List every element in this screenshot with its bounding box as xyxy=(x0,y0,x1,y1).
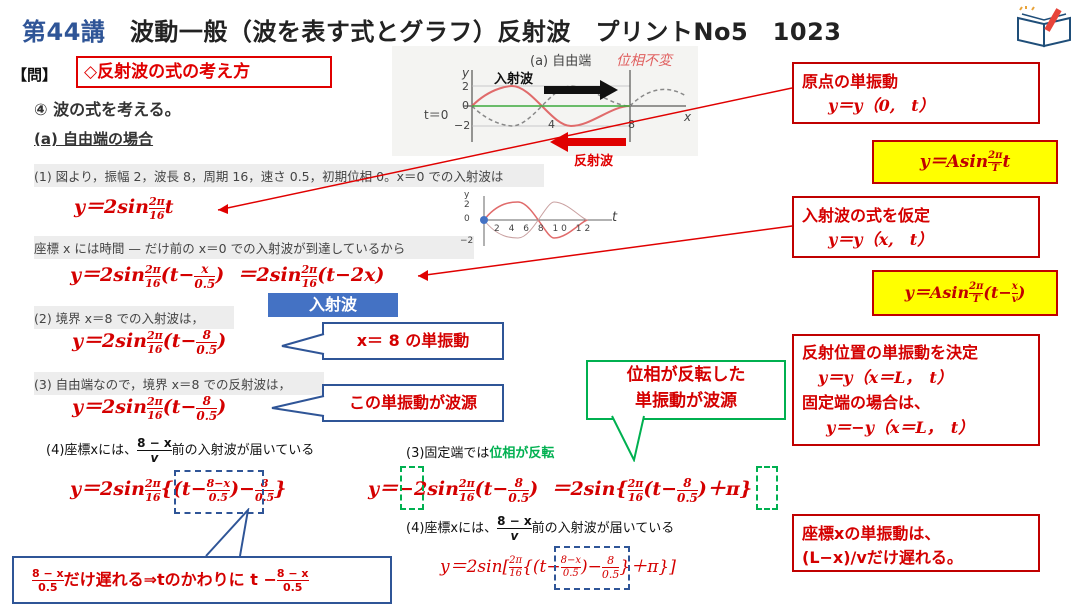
small-graph-y-0: 0 xyxy=(464,214,470,224)
graph-tick-0: 0 xyxy=(462,99,469,112)
highlight-time-shift-left xyxy=(174,470,264,514)
origin-oscillation-box: 原点の単振動 y＝y（0, t） xyxy=(792,62,1040,124)
graph-tick-minus2: −2 xyxy=(454,119,471,132)
small-graph-y-2: 2 xyxy=(464,200,470,210)
callout-source-pointer xyxy=(271,395,325,417)
incident-arrow xyxy=(544,80,618,100)
small-graph-y-minus2: −2 xyxy=(460,236,474,246)
figure-caption: (a) 自由端 xyxy=(530,54,592,69)
subsection-heading: (a) 自由端の場合 xyxy=(34,130,154,148)
page-title: 第44講 波動一般（波を表す式とグラフ）反射波 プリントNo5 1023 xyxy=(22,18,842,46)
figure-t0-label: t＝0 xyxy=(424,108,449,122)
highlight-time-shift-fixed xyxy=(554,546,630,590)
callout-x8-pointer xyxy=(281,333,325,355)
callout-x8-oscillation: x＝ 8 の単振動 xyxy=(322,322,504,360)
incident-assume-box: 入射波の式を仮定 y＝y（x, t） xyxy=(792,196,1040,258)
highlight-pi xyxy=(756,466,778,510)
graph-x-label: x xyxy=(684,110,692,124)
figure-handwritten-note: 位相不変 xyxy=(616,53,672,69)
reflected-label: 反射波 xyxy=(574,154,614,169)
graph-tick-x8: 8 xyxy=(628,118,635,131)
origin-oscillation-graph xyxy=(480,196,612,246)
section-heading: ④ 波の式を考える。 xyxy=(34,100,181,119)
callout-delay-pointer xyxy=(205,508,250,557)
question-label: 【問】 xyxy=(12,66,58,84)
question-heading: ◇反射波の式の考え方 xyxy=(76,56,332,88)
book-pencil-icon xyxy=(1014,6,1076,48)
small-graph-t-label: t xyxy=(612,210,618,225)
coord-step-text: 座標 x には時間 — だけ前の x＝0 での入射波が到達しているから xyxy=(34,236,474,259)
incident-label: 入射波 xyxy=(494,72,534,87)
fixed-end-step3: (3)固定端では位相が反転 xyxy=(406,446,555,461)
small-graph-y-label: y xyxy=(464,190,470,200)
callout-phase-pointer xyxy=(611,415,645,462)
callout-wave-source: この単振動が波源 xyxy=(322,384,504,422)
highlight-minus-sign xyxy=(400,466,424,510)
step3-text: (3) 自由端なので，境界 x＝8 での反射波は， xyxy=(34,372,324,395)
graph-y-label: y xyxy=(462,66,470,80)
graph-tick-x4: 4 xyxy=(548,118,555,131)
reflection-position-box: 反射位置の単振動を決定 y＝y（x＝L， t） 固定端の場合は、 y＝−y（x＝… xyxy=(792,334,1040,446)
graph-tick-2: 2 xyxy=(462,80,469,93)
wave-figure xyxy=(392,46,698,156)
callout-phase-inverted: 位相が反転した 単振動が波源 xyxy=(586,360,786,420)
incident-wave-tag: 入射波 xyxy=(268,293,398,317)
small-graph-ticks: 2 4 6 8 10 12 xyxy=(494,224,594,234)
step2-text: (2) 境界 x＝8 での入射波は， xyxy=(34,306,234,329)
step1-text: (1) 図より，振幅 2，波長 8，周期 16，速さ 0.5，初期位相 0。x＝… xyxy=(34,164,544,187)
coordinate-delay-box: 座標xの単振動は、 (L−x)/vだけ遅れる。 xyxy=(792,514,1040,572)
